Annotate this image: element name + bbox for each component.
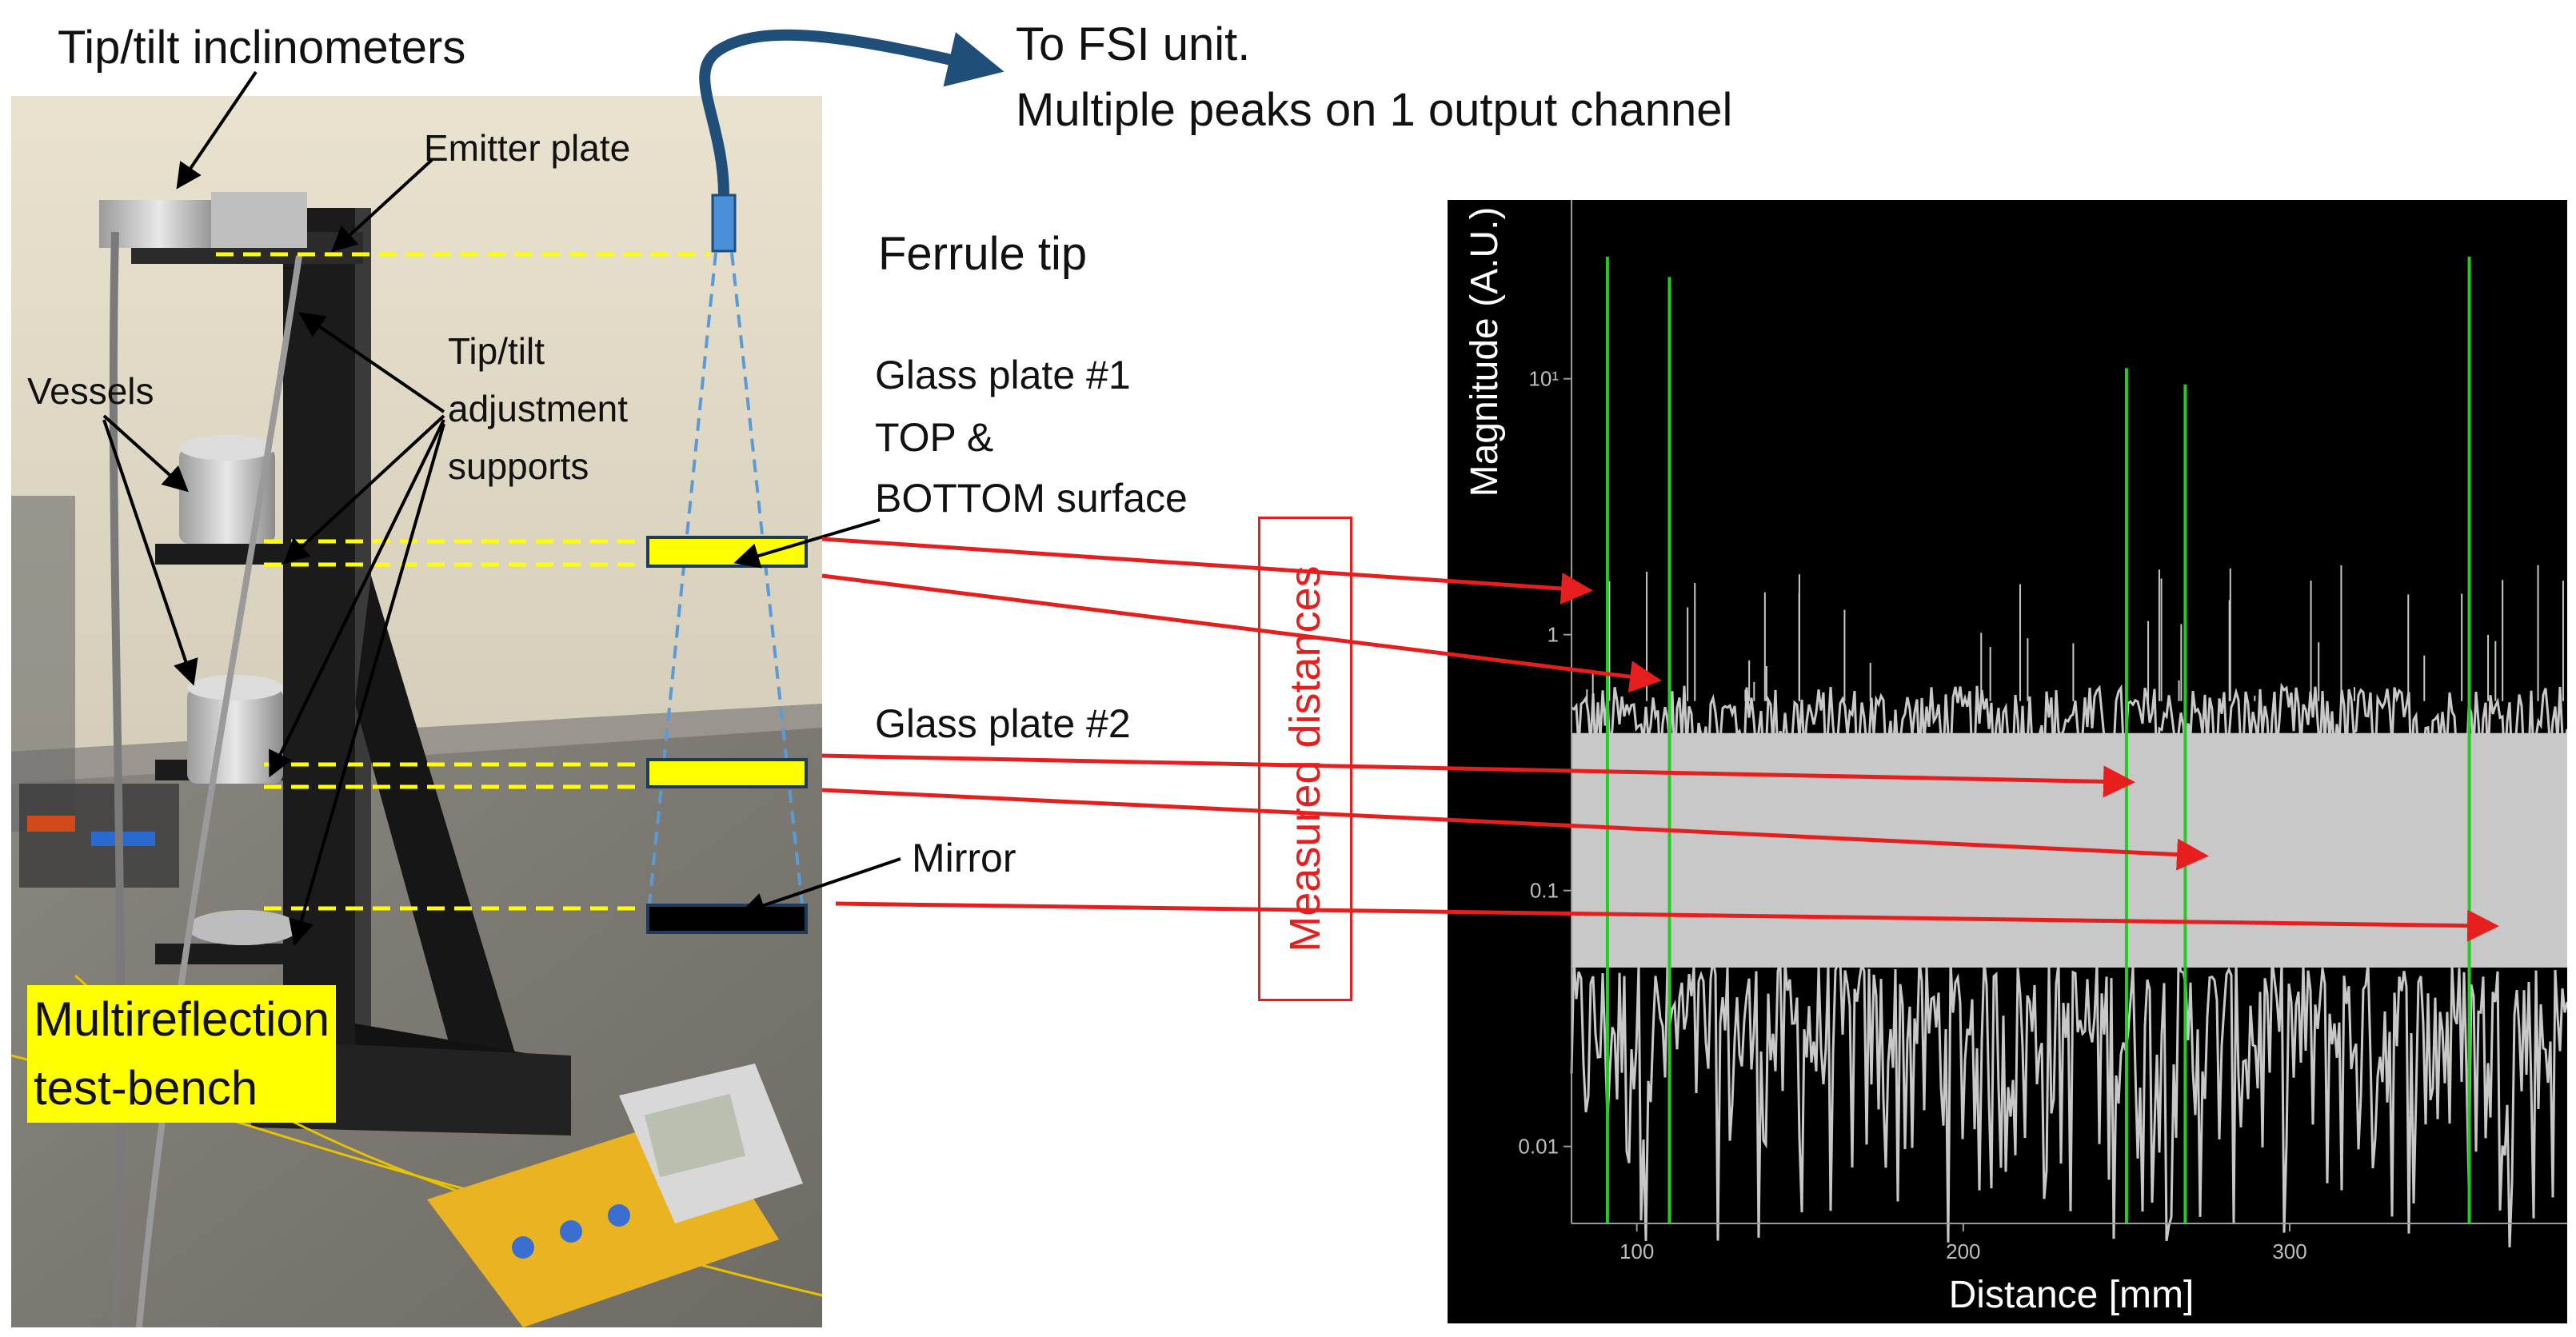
ferrule-tip-label: Ferrule tip: [878, 228, 1088, 280]
callout-arrows: [102, 70, 901, 946]
multireflection-label: Multireflection test-bench: [27, 985, 337, 1123]
to-fsi-line1: To FSI unit.: [1016, 18, 1251, 70]
y-tick-label: 1: [1548, 623, 1559, 647]
x-tick-label: 200: [1946, 1239, 1980, 1263]
spectrum-plot: 100 200 300 10¹ 1 0.1 0.01 Distance [mm] Magni…: [1448, 200, 2569, 1323]
plot-ticks: 100 200 300 10¹ 1 0.1 0.01: [1518, 367, 2306, 1263]
glass-plate-2-label: Glass plate #2: [875, 701, 1131, 746]
emitter-plate-label: Emitter plate: [424, 127, 631, 169]
tip-tilt-inclinometers-label: Tip/tilt inclinometers: [58, 22, 466, 74]
beam-right-edge: [730, 252, 805, 920]
spectrum-plot-svg: 100 200 300 10¹ 1 0.1 0.01 Distance [mm] Magni…: [1448, 200, 2569, 1323]
noise-lower-edge: [1570, 956, 2569, 1247]
mirror: [646, 904, 808, 934]
dashed-guides: [216, 252, 710, 911]
fiber-cable: [699, 29, 1004, 196]
x-tick-label: 100: [1619, 1239, 1654, 1263]
measured-distances-box: Measured distances: [1258, 517, 1352, 1001]
beam-left-edge: [646, 252, 717, 920]
multireflection-line2: test-bench: [34, 1061, 258, 1115]
glass-plate-1-line2: TOP &: [875, 415, 994, 460]
ferrule: [711, 194, 737, 253]
glass-plate-1-line1: Glass plate #1: [875, 353, 1131, 397]
noise-upper-edge: [1571, 682, 2569, 768]
y-tick-label: 0.1: [1530, 879, 1559, 903]
noise-floor: [1570, 565, 2569, 1247]
vessels-label: Vessels: [27, 370, 154, 412]
glass-plate-2: [646, 758, 808, 788]
x-tick-label: 300: [2272, 1239, 2306, 1263]
y-tick-label: 0.01: [1518, 1135, 1559, 1159]
x-axis-label: Distance [mm]: [1949, 1274, 2195, 1316]
tip-tilt-label-line2: adjustment: [448, 388, 629, 429]
glass-plate-1: [646, 536, 808, 568]
multireflection-line1: Multireflection: [34, 992, 330, 1046]
mirror-label: Mirror: [912, 836, 1016, 880]
plot-axes: [1571, 200, 2567, 1224]
glass-plate-1-line3: BOTTOM surface: [875, 476, 1188, 521]
y-tick-label: 10¹: [1528, 367, 1559, 391]
to-fsi-line2: Multiple peaks on 1 output channel: [1016, 84, 1733, 136]
y-axis-label: Magnitude (A.U.): [1464, 207, 1506, 497]
tip-tilt-label-line3: supports: [448, 445, 589, 487]
tip-tilt-label-line1: Tip/tilt: [448, 330, 545, 372]
measurement-arrows: [821, 537, 2499, 942]
